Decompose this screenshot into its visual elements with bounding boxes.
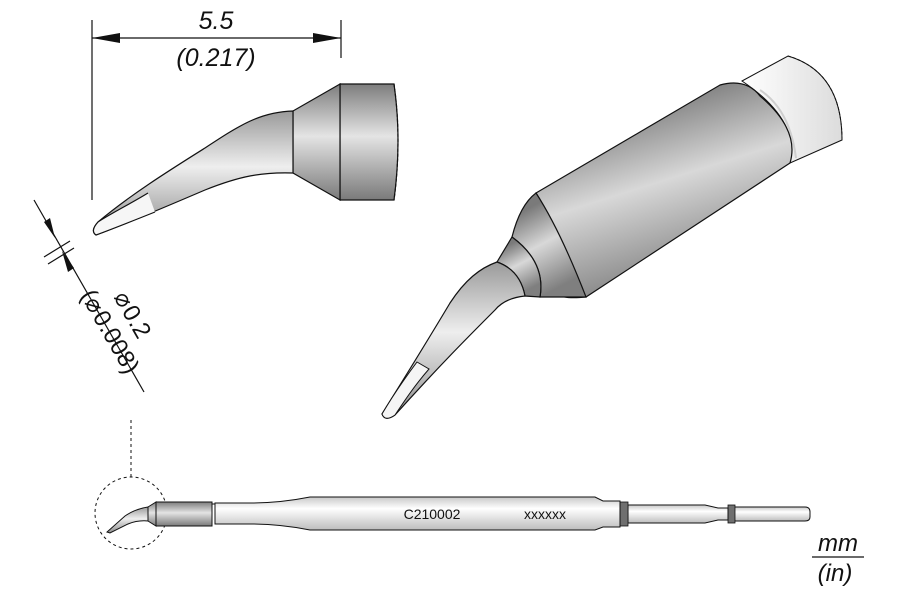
part-number-label: C210002	[404, 506, 461, 522]
cartridge-side-view: C210002 xxxxxx	[106, 496, 811, 534]
rear-band	[727, 504, 736, 524]
arrowhead-up-icon	[62, 251, 74, 272]
arrowhead-down-icon	[44, 218, 55, 238]
arrowhead-left-icon	[92, 33, 120, 43]
main-body-cylinder	[535, 82, 793, 299]
unit-mm-label: mm	[818, 530, 858, 557]
tip-base-cylinder	[339, 83, 399, 201]
detail-callout	[94, 420, 168, 550]
serial-label: xxxxxx	[524, 506, 566, 522]
tip-side-view	[92, 82, 399, 236]
tip-plated-end	[93, 193, 155, 235]
main-shaft	[214, 496, 621, 531]
rear-pin	[732, 506, 811, 522]
plated-end	[381, 361, 430, 419]
length-mm-label: 5.5	[199, 7, 234, 35]
length-in-label: (0.217)	[176, 44, 255, 72]
tip-collar	[155, 501, 213, 527]
middle-shaft	[627, 504, 729, 524]
arrowhead-right-icon	[313, 33, 341, 43]
unit-in-label: (in)	[818, 560, 853, 587]
tip-perspective-view	[381, 55, 843, 419]
tip-cone	[292, 82, 341, 202]
break-line	[393, 83, 399, 201]
units-legend: mm (in)	[812, 530, 864, 587]
tip-bend-small	[106, 506, 149, 534]
middle-band	[619, 501, 629, 527]
length-dimension: 5.5 (0.217)	[91, 7, 342, 200]
